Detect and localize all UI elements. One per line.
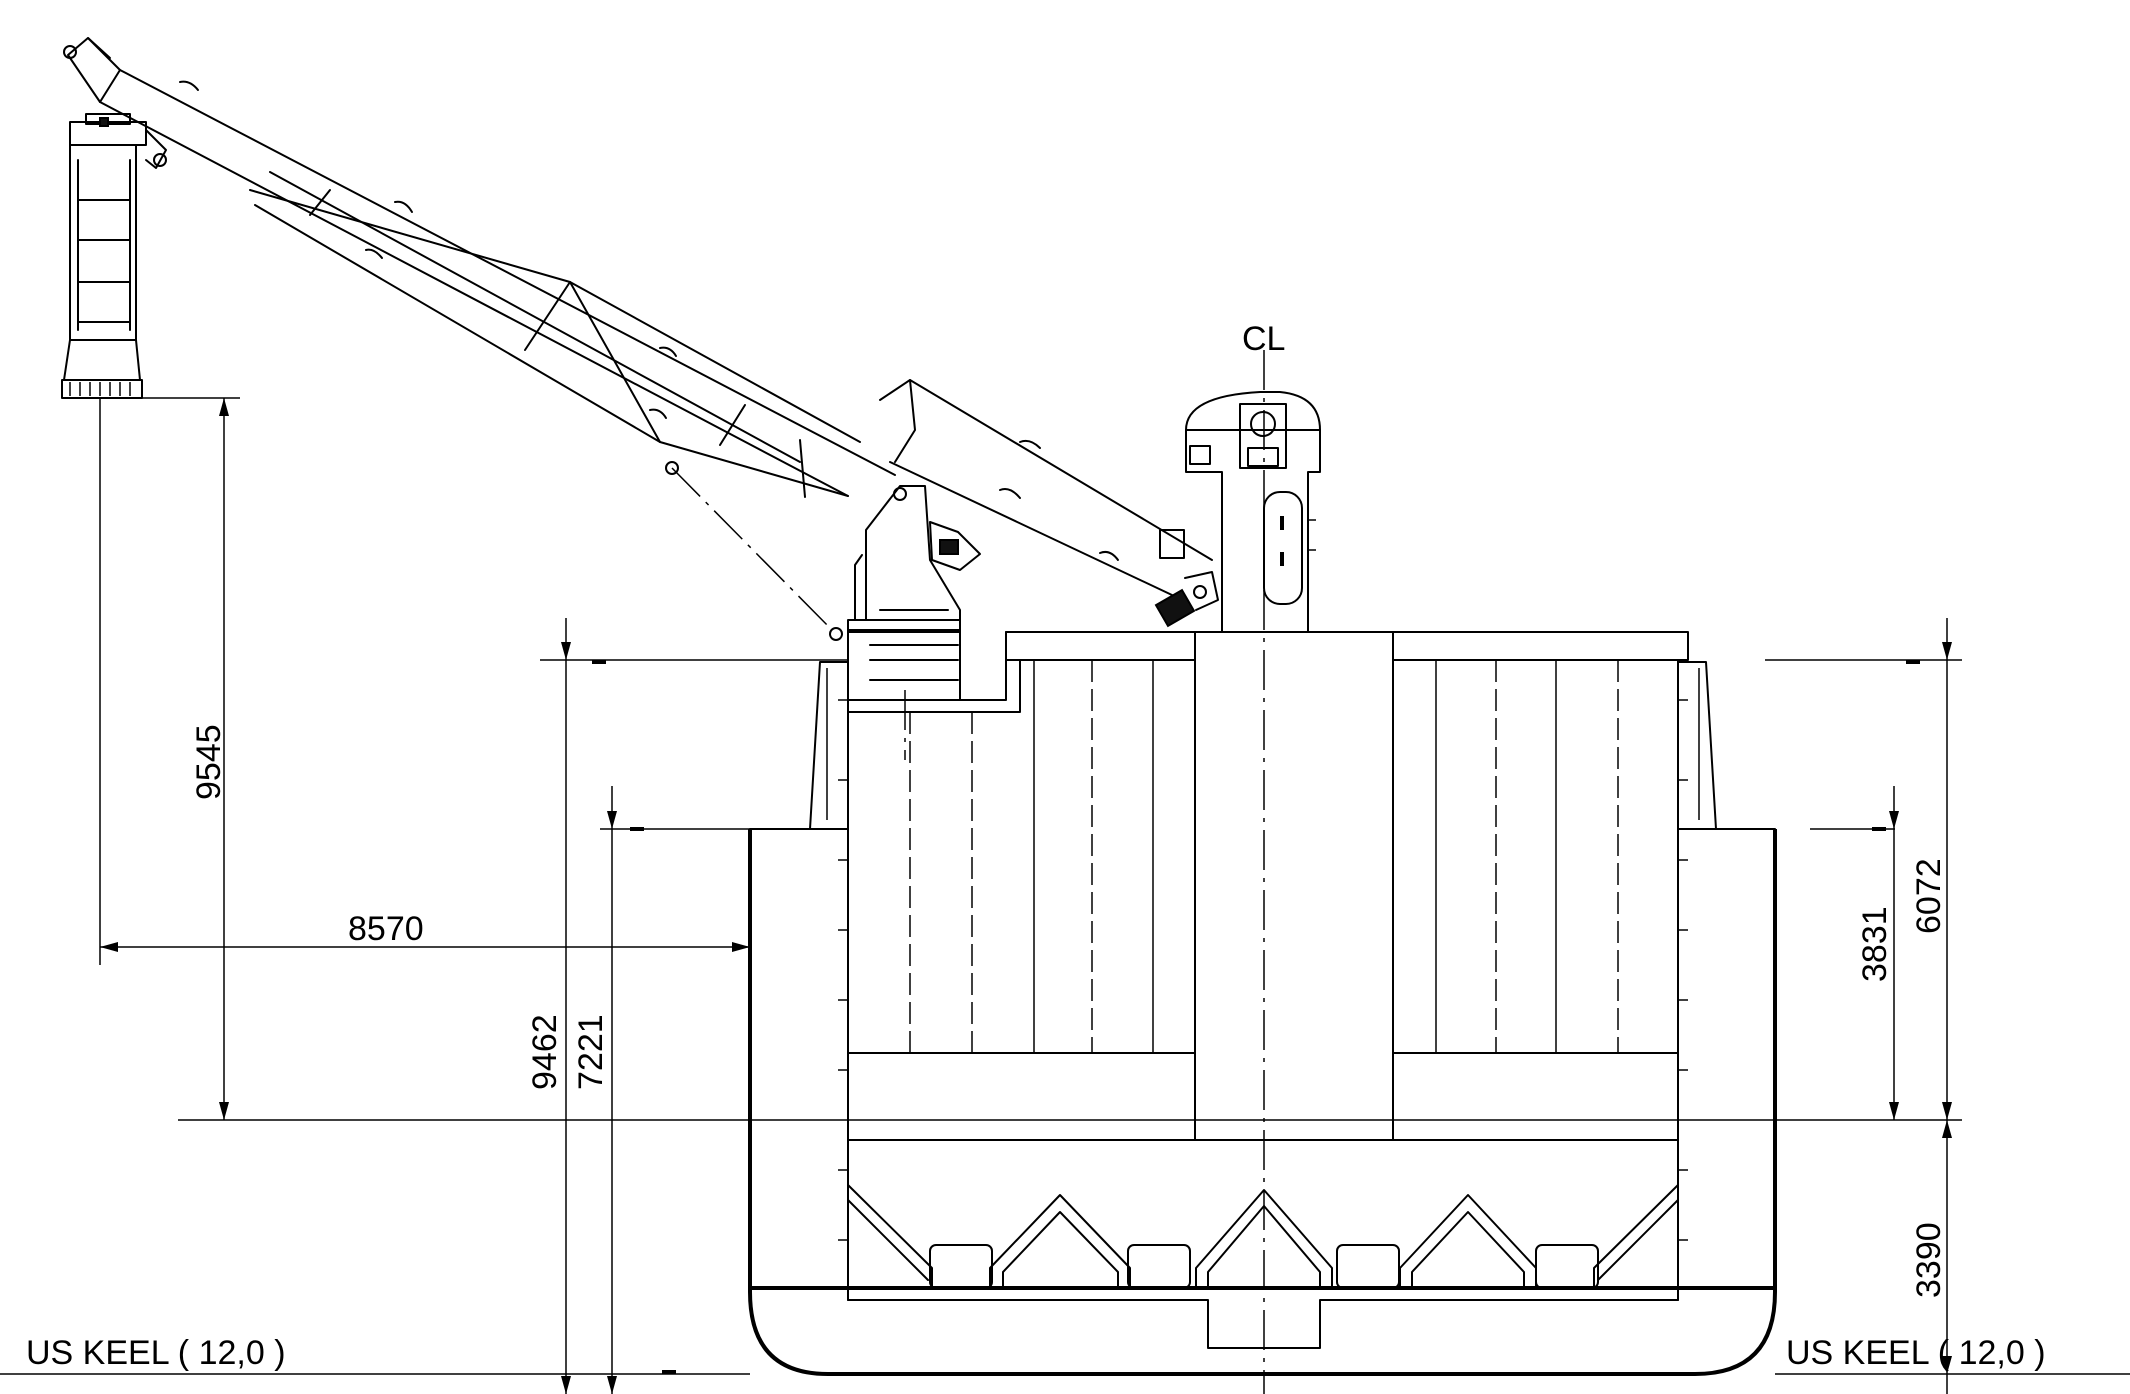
- center-tower: [1185, 391, 1321, 633]
- cargo-hold: [809, 631, 1717, 1289]
- dim-boom-tip-height: 9545: [190, 724, 228, 800]
- ship-hull-section: [748, 828, 1777, 1376]
- secondary-boom: [879, 379, 1219, 628]
- vertical-arm: [61, 144, 143, 399]
- dim-deck-above-waterline: 3831: [1856, 906, 1894, 982]
- dim-coaming-above-waterline: 6072: [1910, 858, 1948, 934]
- main-boom: [63, 37, 896, 631]
- dim-waterline-above-keel: 3390: [1910, 1222, 1948, 1298]
- keel-label-right: US KEEL ( 12,0 ): [1786, 1334, 2046, 1372]
- unloader-pedestal: [829, 485, 981, 760]
- keel-label-left: US KEEL ( 12,0 ): [26, 1334, 286, 1372]
- dim-deck-height: 7221: [572, 1014, 610, 1090]
- dim-boom-outreach: 8570: [348, 910, 424, 948]
- centerline-label: CL: [1242, 320, 1285, 358]
- dimension-lines: [0, 397, 2130, 1394]
- dim-hatch-coaming-height: 9462: [526, 1014, 564, 1090]
